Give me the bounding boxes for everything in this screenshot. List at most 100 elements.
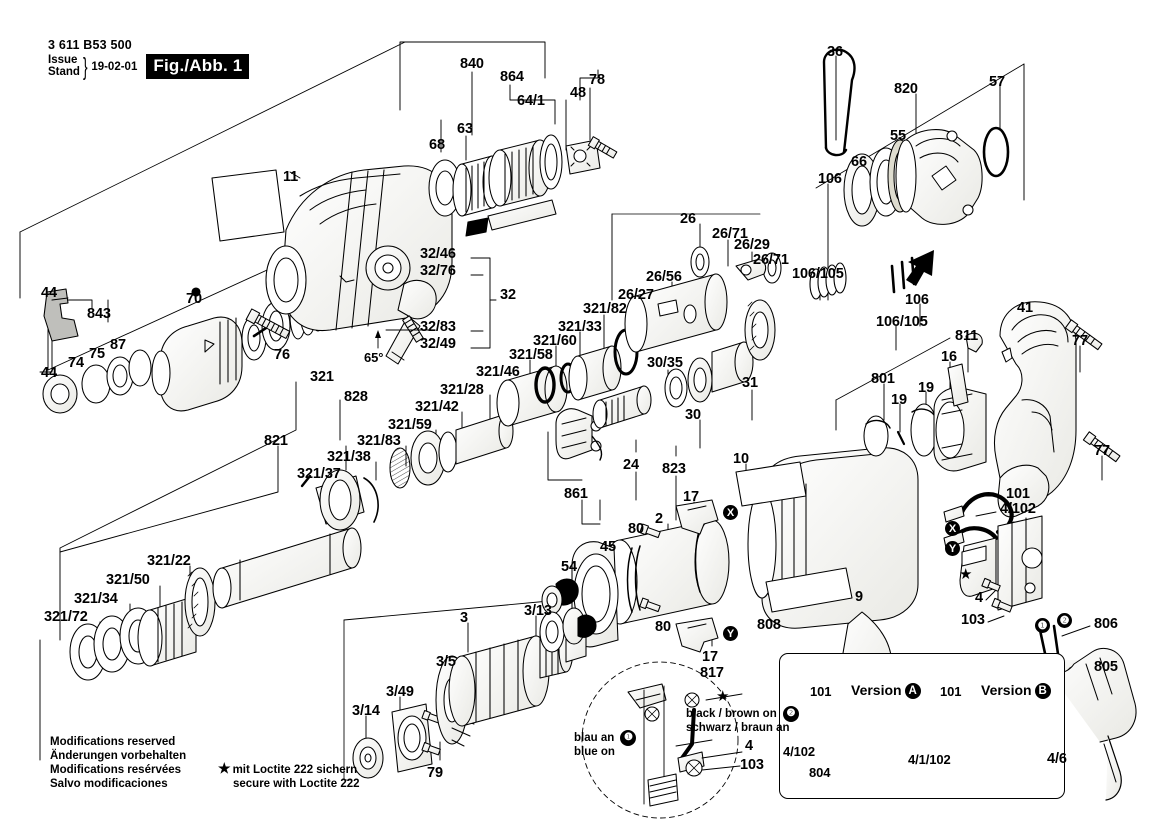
part-callout-n820: 820 (894, 81, 918, 97)
version-a-part-4102: 4/102 (783, 744, 816, 759)
version-a-part-804: 804 (809, 765, 831, 780)
part-callout-n54: 54 (561, 559, 577, 575)
issue-date: 19-02-01 (91, 60, 138, 73)
modifications-note: Modifications reserved Änderungen vorbeh… (50, 735, 186, 791)
part-callout-n821: 821 (264, 433, 288, 449)
part-callout-n32182: 321/82 (583, 301, 627, 317)
part-callout-n80a: 80 (628, 521, 644, 537)
part-callout-n4102: 4/102 (1000, 501, 1036, 517)
part-callout-n32160: 321/60 (533, 333, 577, 349)
part-callout-n101: 101 (1006, 486, 1030, 502)
modifications-fr: Modifications resérvées (50, 764, 182, 777)
part-callout-n70: 70 (186, 291, 202, 307)
modifications-en: Modifications reserved (50, 736, 176, 748)
part-callout-n30: 30 (685, 407, 701, 423)
loctite-de: mit Loctite 222 sichern (232, 764, 358, 776)
badge-one-cord: ❶ (1035, 618, 1050, 633)
part-callout-n68: 68 (429, 137, 445, 153)
badge-two-cord: ❷ (1057, 613, 1072, 628)
part-callout-n31: 31 (742, 375, 758, 391)
part-callout-n106a: 106 (818, 171, 842, 187)
part-callout-n806: 806 (1094, 616, 1118, 632)
part-callout-n32159: 321/59 (388, 417, 432, 433)
blue-de-text: blau an (574, 732, 615, 745)
part-callout-n828: 828 (344, 389, 368, 405)
badge-two-black: ❷ (782, 706, 799, 722)
part-callout-n87: 87 (110, 337, 126, 353)
brace-glyph: } (82, 52, 88, 81)
part-callout-n32134: 321/34 (74, 591, 118, 607)
modifications-es: Salvo modificaciones (50, 778, 168, 791)
loctite-note: ★mit Loctite 222 sichern secure with Loc… (218, 760, 360, 791)
part-callout-n32146: 321/46 (476, 364, 520, 380)
part-callout-n76: 76 (274, 347, 290, 363)
part-callout-n79: 79 (427, 765, 443, 781)
black-en-text: black / brown on (686, 708, 777, 721)
version-detail-box (779, 653, 1065, 799)
part-callout-n32: 32 (500, 287, 516, 303)
part-callout-n106b: 106 (905, 292, 929, 308)
issue-stand-label: Issue Stand (48, 54, 80, 79)
part-callout-n2: 2 (655, 511, 663, 527)
part-callout-n32128: 321/28 (440, 382, 484, 398)
part-callout-n80b: 80 (655, 619, 671, 635)
part-callout-n3276: 32/76 (420, 263, 456, 279)
part-callout-n26: 26 (680, 211, 696, 227)
part-callout-n36: 36 (827, 44, 843, 60)
modifications-de: Änderungen vorbehalten (50, 750, 187, 763)
part-callout-n321: 321 (310, 369, 334, 385)
part-callout-n106105a: 106/105 (792, 266, 844, 282)
part-callout-n32137: 321/37 (297, 466, 341, 482)
part-callout-n32138: 321/38 (327, 449, 371, 465)
part-callout-n74: 74 (68, 355, 84, 371)
part-callout-n2627: 26/27 (618, 287, 654, 303)
part-callout-n811: 811 (955, 328, 979, 344)
part-callout-n16: 16 (941, 349, 957, 365)
part-callout-n106105b: 106/105 (876, 314, 928, 330)
part-callout-n313: 3/13 (524, 603, 552, 619)
part-callout-n3249: 32/49 (420, 336, 456, 352)
figure-badge: Fig./Abb. 1 (146, 54, 250, 79)
part-callout-n77b: 77 (1094, 443, 1110, 459)
part-callout-n19a: 19 (891, 392, 907, 408)
part-callout-n9: 9 (855, 589, 863, 605)
version-b-part-41102: 4/1/102 (908, 752, 951, 767)
version-b-letter: B (1034, 683, 1051, 700)
part-callout-n44a: 44 (41, 285, 57, 301)
detail-blue-note: blau an ❶ blue on (574, 730, 637, 760)
title-block: 3 611 B53 500 Issue Stand } 19-02-01 Fig… (48, 38, 250, 81)
part-callout-n3283: 32/83 (420, 319, 456, 335)
badge-x-switch: X (945, 521, 960, 536)
part-callout-n103: 103 (961, 612, 985, 628)
badge-y-stator-lower: Y (723, 626, 738, 641)
part-callout-n817: 817 (700, 665, 724, 681)
part-callout-n32133: 321/33 (558, 319, 602, 335)
part-callout-n861: 861 (564, 486, 588, 502)
part-callout-n840: 840 (460, 56, 484, 72)
badge-one-blue: ❶ (620, 730, 637, 746)
part-callout-n55: 55 (890, 128, 906, 144)
part-callout-n843: 843 (87, 306, 111, 322)
detail-label-103: 103 (740, 757, 764, 773)
version-a-part-101: 101 (810, 684, 832, 699)
part-callout-n32172: 321/72 (44, 609, 88, 625)
part-callout-n2671a: 26/71 (712, 226, 748, 242)
part-callout-n32183: 321/83 (357, 433, 401, 449)
part-callout-n3246: 32/46 (420, 246, 456, 262)
version-a-letter: A (904, 683, 921, 700)
part-callout-n44b: 44 (41, 365, 57, 381)
part-callout-n32150: 321/50 (106, 572, 150, 588)
part-callout-n10: 10 (733, 451, 749, 467)
part-callout-n77a: 77 (1072, 333, 1088, 349)
part-callout-n32142: 321/42 (415, 399, 459, 415)
black-de-text: schwarz / braun an (686, 722, 790, 734)
part-callout-n46: 4/6 (1047, 751, 1067, 767)
part-callout-n57: 57 (989, 74, 1005, 90)
part-callout-n75: 75 (89, 346, 105, 362)
part-callout-n32122: 321/22 (147, 553, 191, 569)
part-callout-n65deg: 65° (364, 350, 384, 365)
